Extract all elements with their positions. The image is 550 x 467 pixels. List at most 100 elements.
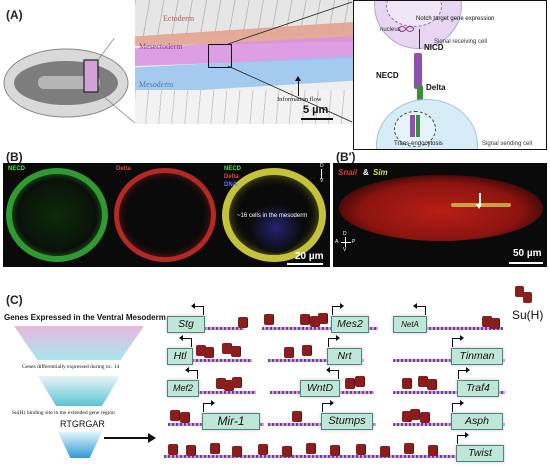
panel-b2-label: (B′)	[336, 150, 356, 164]
endocytic-vesicle	[394, 111, 436, 147]
suh-site	[306, 443, 315, 454]
suh-site	[330, 445, 339, 456]
axis-v-b: V	[320, 178, 324, 184]
merge-embryo	[222, 168, 326, 262]
embryo-schematic	[3, 38, 135, 124]
lateral-embryo	[339, 175, 543, 241]
panel-b-micrographs: NECD Delta NECD Delta DNA ~16 cells in t…	[3, 163, 330, 267]
flow-label: Information flow	[277, 96, 322, 103]
suh-site	[420, 412, 429, 423]
suh-site	[170, 410, 179, 421]
suh-site	[310, 316, 319, 327]
endocytosed-necd	[410, 115, 415, 137]
axis-d-b2: D	[343, 231, 347, 237]
gene-htl: Htl	[167, 348, 193, 365]
scale-bar-b2	[509, 262, 543, 264]
chrom-tinman	[393, 359, 505, 362]
funnel-middle	[38, 376, 120, 406]
chrom-neta	[393, 327, 503, 330]
scale-label-b: 20 µm	[295, 251, 324, 262]
gene-traf4: Traf4	[457, 380, 499, 397]
suh-site	[410, 409, 419, 420]
suh-site	[318, 313, 327, 324]
panel-b-label: (B)	[6, 150, 23, 164]
tss-arrow-tinman	[452, 335, 464, 341]
flow-arrow-head	[295, 76, 301, 81]
tss-traf4	[458, 370, 459, 379]
tss-arrow-stumps	[322, 400, 334, 406]
suh-site	[427, 379, 436, 390]
chrom-mef2	[168, 391, 256, 394]
trans-endocytosis-label: Trans-endocytosis	[394, 141, 443, 147]
amp-label: &	[363, 168, 369, 177]
gene-wntd: WntD	[300, 380, 340, 397]
funnel-title: Genes Expressed in the Ventral Mesoderm	[4, 313, 166, 322]
suh-site	[418, 376, 427, 387]
suh-site	[196, 345, 205, 356]
chrom-twist	[164, 455, 504, 458]
necd-interior	[19, 181, 95, 249]
axis-v-line-b2	[345, 237, 346, 247]
tss-arrow-wntd	[328, 370, 338, 371]
suh-site	[490, 318, 499, 329]
panel-a-label: (A)	[6, 8, 23, 22]
funnel-mid-label: Genes differentially expressed during nc…	[22, 364, 120, 370]
target-gene-label: Notch target gene expression	[416, 16, 495, 22]
tss-neta	[425, 306, 426, 315]
nucleus-label: nucleus	[380, 27, 401, 33]
suh-site	[356, 444, 365, 455]
mesoderm-label: Mesoderm	[139, 80, 174, 89]
suh-site	[232, 377, 241, 388]
suh-site	[186, 445, 195, 456]
cells-note: ~16 cells in the mesoderm	[237, 213, 308, 219]
gene-mir1: Mir-1	[202, 413, 260, 430]
axis-a-b2: A	[335, 239, 339, 245]
suh-site	[264, 314, 273, 325]
tss-arrow-stg	[193, 306, 203, 307]
suh-site	[300, 314, 309, 325]
tss-mef2	[197, 370, 198, 379]
suh-site	[232, 446, 241, 457]
suh-site	[224, 380, 233, 391]
panel-b2-micrograph: Snail & Sim D A P V 50 µm	[333, 163, 547, 267]
sending-cell-label: Signal sending cell	[482, 141, 533, 147]
chrom-htl	[168, 359, 252, 362]
b2-arrow-head	[476, 204, 482, 209]
suh-site	[180, 412, 189, 423]
axis-h-b2	[341, 242, 351, 243]
tss-arrow-traf4	[458, 367, 470, 373]
suh-legend-site-2	[523, 292, 532, 303]
gene-twist: Twist	[456, 445, 504, 462]
scale-label-b2: 50 µm	[513, 248, 542, 259]
gene-stumps: Stumps	[321, 413, 373, 430]
gene-nrt: Nrt	[327, 348, 362, 365]
suh-legend-label: Su(H)	[512, 308, 544, 322]
suh-site	[204, 347, 213, 358]
suh-site	[216, 378, 225, 389]
chrom-mes2	[262, 327, 378, 330]
chrom-traf4	[393, 391, 505, 394]
scale-bar-b	[287, 263, 323, 265]
notch-receptor	[414, 53, 422, 89]
suh-site	[284, 347, 293, 358]
receiving-cell-label: Signal receiving cell	[434, 39, 488, 45]
tss-arrow-asph	[452, 400, 464, 406]
tss-arrow-mes2	[332, 303, 344, 309]
flow-arrow	[298, 80, 299, 96]
tss-arrow-htl	[181, 338, 191, 339]
zoom-box	[208, 44, 232, 68]
endocytosed-delta	[416, 115, 420, 137]
tss-arrow-nrt	[328, 335, 340, 341]
sim-label: Sim	[373, 168, 388, 177]
nicd-label: NICD	[424, 43, 444, 52]
suh-site	[210, 443, 219, 454]
notch-inset: Notch target gene expression nucleus Sig…	[353, 0, 547, 150]
delta-channel-label: Delta	[116, 166, 131, 172]
dna-signal	[249, 203, 303, 253]
tss-wntd	[338, 370, 339, 379]
result-arrow	[104, 437, 150, 439]
suh-site	[168, 444, 177, 455]
axis-d-b: D	[320, 163, 324, 169]
delta-ligand	[417, 85, 423, 109]
